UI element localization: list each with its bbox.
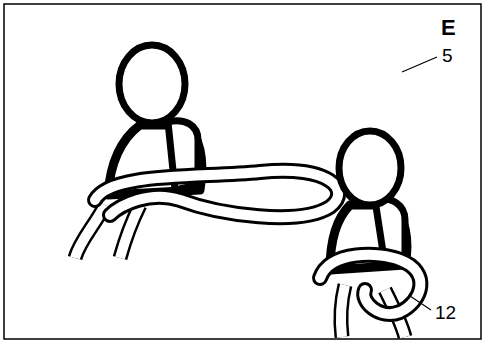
callout-number: 5 <box>442 46 453 65</box>
panel-letter: E <box>441 17 456 39</box>
frame <box>4 4 481 339</box>
leader-line <box>402 57 437 72</box>
leader-line <box>410 296 431 310</box>
child-figure-right <box>320 131 420 337</box>
child-figure-left <box>75 45 338 258</box>
callout-number: 12 <box>435 303 456 322</box>
